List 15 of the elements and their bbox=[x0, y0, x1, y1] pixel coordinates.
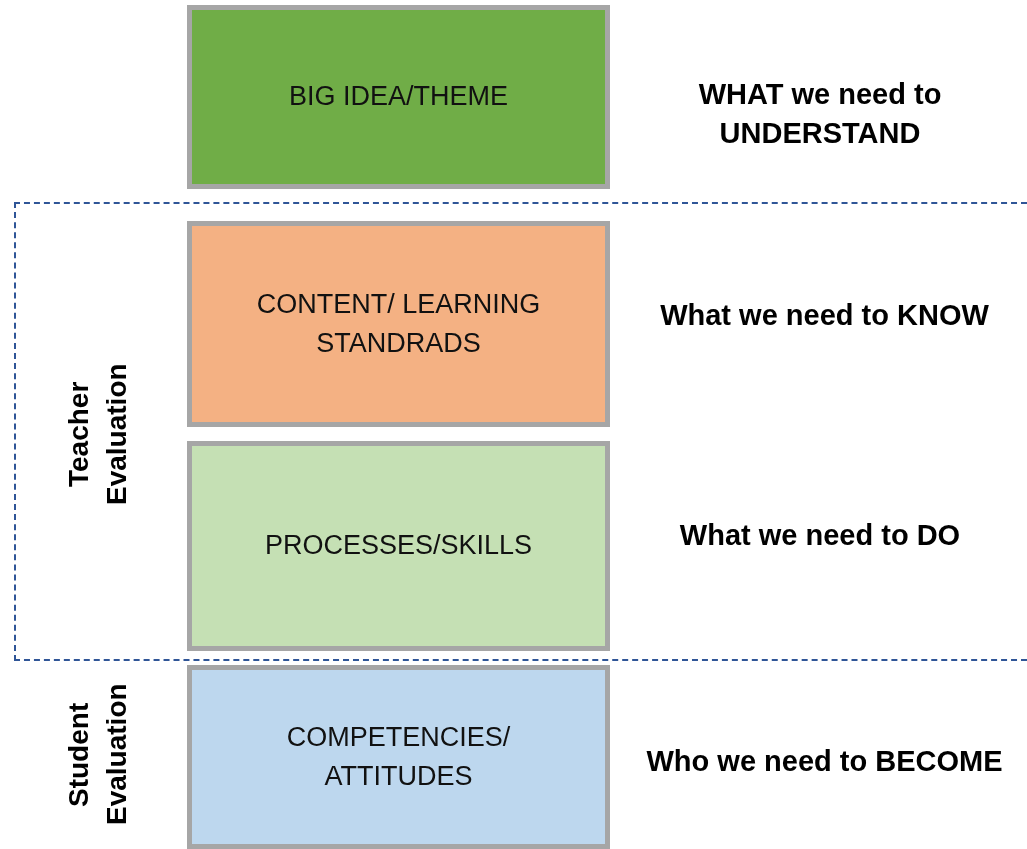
level-box bbox=[187, 5, 610, 189]
level-box bbox=[187, 665, 610, 849]
level-description: WHAT we need to UNDERSTAND bbox=[697, 77, 943, 152]
group-title: Teacher Evaluation bbox=[62, 362, 133, 507]
side-label: Student Evaluation bbox=[62, 682, 133, 828]
box-label: PROCESSES/SKILLS bbox=[264, 529, 533, 563]
level-description: What we need to DO bbox=[678, 518, 962, 553]
box-label: COMPETENCIES/ ATTITUDES bbox=[285, 720, 512, 793]
box-label: CONTENT/ LEARNING STANDRADS bbox=[255, 287, 542, 360]
box-label: BIG IDEA/THEME bbox=[288, 80, 508, 114]
dashed-group-frame bbox=[14, 202, 1027, 661]
level-box bbox=[187, 221, 610, 427]
level-description: Who we need to BECOME bbox=[645, 744, 1004, 779]
level-box bbox=[187, 441, 610, 651]
level-description: What we need to KNOW bbox=[659, 298, 990, 333]
